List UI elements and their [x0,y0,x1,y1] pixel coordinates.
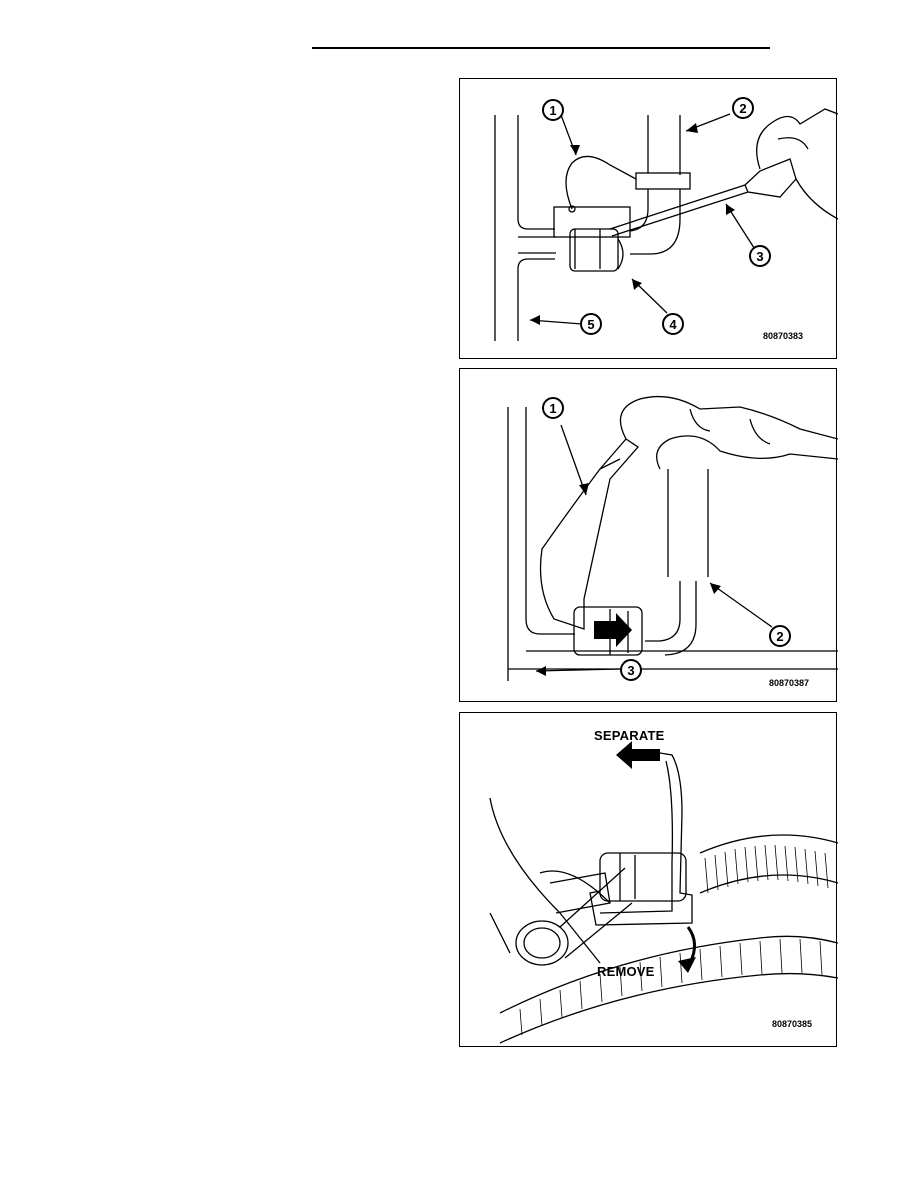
callout-3: 3 [620,659,642,681]
callout-1: 1 [542,99,564,121]
figure-3: SEPARATE REMOVE 80870385 [459,712,838,1047]
figure-1-illustration [494,108,838,341]
callout-2: 2 [732,97,754,119]
callout-3: 3 [749,245,771,267]
figure-id: 80870383 [763,331,804,341]
figure-1: 1 2 3 4 5 80870383 [459,78,838,359]
remove-label: REMOVE [597,964,655,979]
figure-2-illustration [507,395,838,681]
figure-id: 80870387 [769,678,810,688]
callout-4: 4 [662,313,684,335]
figure-2: 1 2 3 80870387 [459,368,838,702]
separate-label: SEPARATE [594,728,665,743]
callout-5: 5 [580,313,602,335]
callout-1: 1 [542,397,564,419]
header-rule [312,47,770,49]
figure-id: 80870385 [772,1019,813,1029]
figure-3-illustration [489,741,838,1044]
callout-2: 2 [769,625,791,647]
